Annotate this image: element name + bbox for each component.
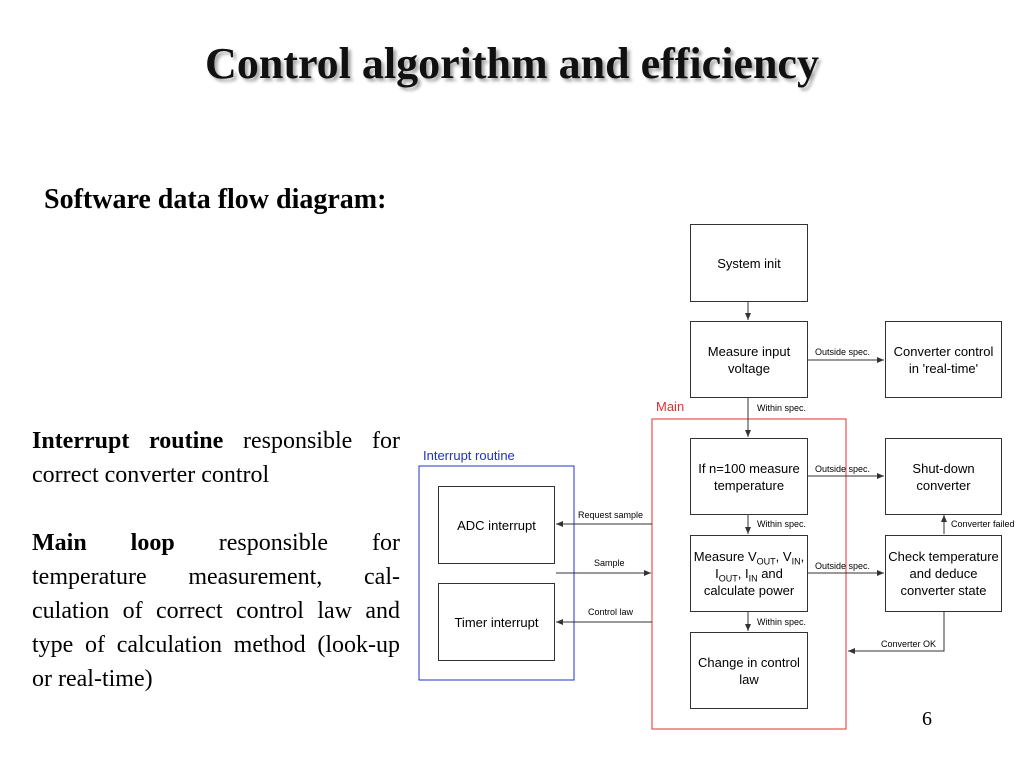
- label-within-spec-2: Within spec.: [757, 519, 807, 529]
- arrow-converter-ok: [848, 612, 945, 654]
- main-loop-description: responsible for temperature measurement,…: [32, 530, 401, 692]
- label-within-spec-1: Within spec.: [757, 403, 807, 413]
- measure-power-box: Measure VOUT, VIN, IOUT, IIN and calcula…: [690, 535, 808, 612]
- interrupt-group-label: Interrupt routine: [423, 448, 515, 463]
- main-group-frame: [651, 418, 847, 730]
- converter-control-box: Converter control in 'real-time': [885, 321, 1002, 398]
- measure-power-text: Measure VOUT, VIN, IOUT, IIN and calcula…: [693, 549, 805, 598]
- check-temperature-box: Check temperature and deduce converter s…: [885, 535, 1002, 612]
- interrupt-routine-paragraph: Interrupt routine responsible for correc…: [32, 424, 400, 492]
- page-number: 6: [922, 708, 932, 730]
- label-sample: Sample: [594, 558, 625, 568]
- timer-interrupt-box: Timer interrupt: [438, 583, 555, 661]
- measure-input-voltage-box: Measure input voltage: [690, 321, 808, 398]
- interrupt-routine-description: responsible for correct converter contro…: [32, 428, 400, 488]
- system-init-box: System init: [690, 224, 808, 302]
- label-outside-spec-1: Outside spec.: [815, 347, 871, 357]
- shutdown-converter-box: Shut-down converter: [885, 438, 1002, 515]
- slide-title: Control algorithm and efficiency: [205, 39, 819, 88]
- label-converter-failed: Converter failed: [951, 519, 1015, 529]
- slide-subtitle: Software data flow diagram:: [44, 184, 387, 215]
- interrupt-routine-term: Interrupt routine: [32, 428, 224, 454]
- main-loop-paragraph: Main loop responsible for temperature me…: [32, 526, 400, 696]
- main-loop-term: Main loop: [32, 530, 175, 556]
- label-control-law: Control law: [588, 607, 634, 617]
- change-control-law-box: Change in control law: [690, 632, 808, 709]
- label-outside-spec-3: Outside spec.: [815, 561, 871, 571]
- measure-temperature-box: If n=100 measure temperature: [690, 438, 808, 515]
- label-converter-ok: Converter OK: [881, 639, 937, 649]
- label-within-spec-3: Within spec.: [757, 617, 807, 627]
- label-request-sample: Request sample: [578, 510, 644, 520]
- adc-interrupt-box: ADC interrupt: [438, 486, 555, 564]
- main-group-label: Main: [656, 399, 685, 414]
- label-outside-spec-2: Outside spec.: [815, 464, 871, 474]
